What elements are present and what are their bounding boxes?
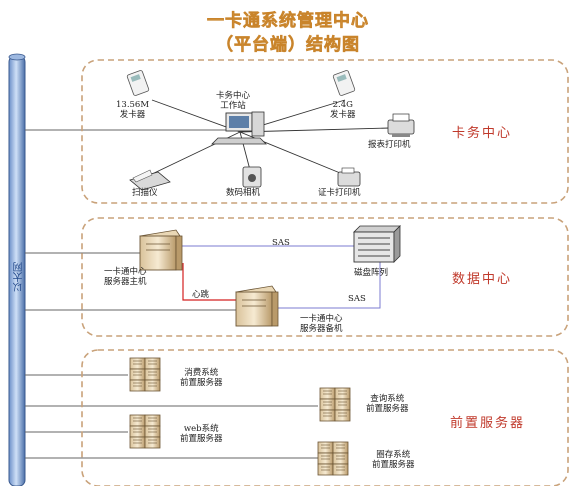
- sas-link-backup: [240, 262, 381, 309]
- card-center-zone-label: 卡务中心: [452, 126, 513, 141]
- camera-icon: [242, 166, 262, 188]
- workstation-icon: [211, 111, 267, 145]
- disk-array-icon: [353, 225, 401, 263]
- workstation-label: 卡务中心工作站: [216, 91, 251, 111]
- backup-server-icon: [235, 285, 279, 327]
- web-server-icon: [129, 414, 161, 449]
- front-server-zone: [81, 349, 569, 486]
- card-reader-1356-icon: [126, 70, 150, 96]
- ethernet-bus: [8, 53, 26, 486]
- sas-bottom-label: SAS: [348, 294, 366, 304]
- deposit-server-icon: [317, 441, 349, 476]
- query-server-icon: [319, 387, 351, 422]
- card-printer-label: 证卡打印机: [318, 188, 361, 198]
- scanner-label: 扫描仪: [132, 188, 158, 198]
- sas-top-label: SAS: [272, 238, 290, 248]
- diagram-title-line2: （平台端）结构图: [216, 35, 360, 56]
- diagram-title-line1: 一卡通系统管理中心: [207, 11, 369, 32]
- card-printer-icon: [337, 167, 361, 187]
- card-center-zone: [81, 59, 569, 204]
- scanner-icon: [129, 169, 171, 191]
- main-server-label: 一卡通中心服务器主机: [104, 267, 147, 287]
- heartbeat-link: [182, 263, 238, 301]
- ethernet-label: 以太网: [14, 262, 25, 292]
- data-center-zone-label: 数据中心: [452, 272, 513, 287]
- card-reader-24g-icon: [332, 70, 356, 96]
- consume-server-label: 消费系统前置服务器: [180, 368, 223, 388]
- disk-array-label: 磁盘阵列: [354, 268, 389, 278]
- consume-server-icon: [129, 357, 161, 392]
- web-server-label: web系统前置服务器: [180, 424, 223, 444]
- main-server-icon: [139, 229, 183, 271]
- bus-connections: [25, 129, 318, 459]
- camera-label: 数码相机: [226, 188, 261, 198]
- report-printer-icon: [387, 113, 415, 137]
- heartbeat-label: 心跳: [192, 290, 210, 300]
- deposit-server-label: 圈存系统前置服务器: [372, 450, 415, 470]
- report-printer-label: 报表打印机: [368, 140, 411, 150]
- data-center-zone: [81, 217, 569, 337]
- backup-server-label: 一卡通中心服务器备机: [300, 314, 343, 334]
- front-server-zone-label: 前置服务器: [450, 416, 526, 431]
- query-server-label: 查询系统前置服务器: [366, 394, 409, 414]
